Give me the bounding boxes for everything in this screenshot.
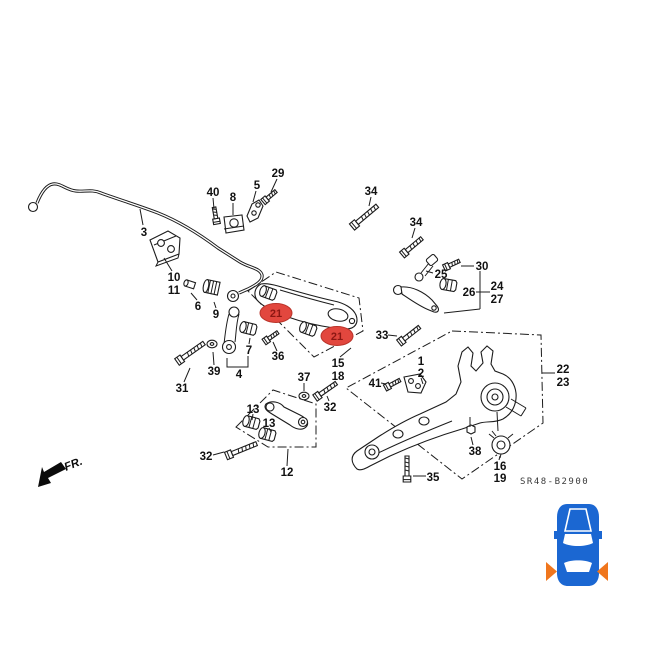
bolt-34-a bbox=[348, 202, 381, 231]
part-label: 12 bbox=[281, 467, 294, 479]
part-label: 27 bbox=[491, 294, 504, 306]
part-label: 8 bbox=[230, 192, 237, 204]
car-top-view-icon bbox=[554, 504, 602, 586]
trailing-arm-box bbox=[345, 330, 544, 480]
part-label: 16 bbox=[494, 461, 507, 473]
sensor-16-19 bbox=[488, 430, 514, 459]
bushing-7 bbox=[238, 320, 258, 337]
part-label: 36 bbox=[272, 351, 285, 363]
stabilizer-bar bbox=[27, 182, 264, 303]
leader-lines bbox=[139, 178, 555, 477]
part-label: 7 bbox=[246, 345, 252, 357]
part-label: 18 bbox=[332, 371, 345, 383]
washer-37 bbox=[298, 391, 310, 401]
rear-axle-marker-left bbox=[546, 562, 557, 581]
part-label: 32 bbox=[324, 402, 337, 414]
part-label: 15 bbox=[332, 358, 345, 370]
part-label: 10 bbox=[168, 272, 181, 284]
part-label: 32 bbox=[200, 451, 213, 463]
fr-label: FR. bbox=[63, 456, 85, 474]
bolt-36 bbox=[261, 328, 281, 346]
bolt-34-b bbox=[399, 234, 425, 259]
part-label: 25 bbox=[435, 269, 448, 281]
bushing-9 bbox=[202, 278, 221, 296]
part-label: 41 bbox=[369, 378, 382, 390]
part-label: 40 bbox=[207, 187, 220, 199]
part-label: 39 bbox=[208, 366, 221, 378]
part-label: 26 bbox=[463, 287, 476, 299]
bolt-35 bbox=[402, 455, 412, 483]
nut-38 bbox=[466, 424, 476, 435]
bracket-1-2 bbox=[403, 373, 427, 394]
part-label: 19 bbox=[494, 473, 507, 485]
bushing-holder-8 bbox=[223, 214, 245, 234]
fr-arrow-icon bbox=[38, 462, 66, 487]
pin-6 bbox=[183, 279, 197, 290]
bolt-33 bbox=[396, 323, 423, 347]
washer-39 bbox=[206, 339, 218, 349]
part-label: 38 bbox=[469, 446, 482, 458]
part-label: 4 bbox=[236, 369, 243, 381]
bolt-31 bbox=[174, 339, 207, 366]
compensator-arm-box bbox=[235, 389, 317, 448]
drawing-code: SR48-B2900 bbox=[520, 477, 589, 487]
bolt-29 bbox=[260, 187, 279, 206]
part-label: 22 bbox=[557, 364, 570, 376]
trailing-arm bbox=[351, 345, 517, 471]
bolt-32-upper bbox=[312, 379, 340, 402]
part-label: 24 bbox=[491, 281, 504, 293]
part-label: 31 bbox=[176, 383, 189, 395]
highlight-part-number[interactable]: 21 bbox=[270, 308, 282, 320]
part-labels: 1234567891011121313151816192223242526272… bbox=[141, 168, 570, 485]
highlight-part-number[interactable]: 21 bbox=[331, 331, 343, 343]
bolt-32-lower bbox=[223, 439, 259, 461]
bolt-41 bbox=[382, 376, 403, 392]
part-label: 9 bbox=[213, 309, 219, 321]
part-label: 13 bbox=[247, 404, 260, 416]
car-position-indicator[interactable] bbox=[546, 504, 608, 586]
part-label: 34 bbox=[365, 186, 378, 198]
part-label: 23 bbox=[557, 377, 570, 389]
bolt-40 bbox=[210, 206, 221, 226]
highlight-oval[interactable] bbox=[259, 303, 293, 323]
rear-axle-marker-right bbox=[597, 562, 608, 581]
part-label: 35 bbox=[427, 472, 440, 484]
compensator-arm bbox=[264, 401, 309, 430]
part-label: 2 bbox=[418, 368, 424, 380]
link-pin-25 bbox=[414, 253, 439, 282]
fr-direction: FR. bbox=[38, 456, 84, 487]
link-4 bbox=[221, 306, 240, 355]
part-label: 5 bbox=[254, 180, 261, 192]
upper-arm-24-27 bbox=[392, 284, 439, 313]
highlight-oval[interactable] bbox=[320, 326, 354, 346]
part-label: 33 bbox=[376, 330, 389, 342]
highlighted-callouts: 21 21 bbox=[259, 303, 354, 346]
part-label: 1 bbox=[418, 356, 425, 368]
part-label: 34 bbox=[410, 217, 423, 229]
bracket-10-11 bbox=[149, 230, 181, 267]
part-label: 29 bbox=[272, 168, 285, 180]
part-label: 13 bbox=[263, 418, 276, 430]
part-label: 37 bbox=[298, 372, 311, 384]
link-plate-5 bbox=[246, 199, 264, 223]
part-label: 3 bbox=[141, 227, 147, 239]
part-label: 6 bbox=[195, 301, 201, 313]
part-label: 30 bbox=[476, 261, 489, 273]
lower-arm-box bbox=[247, 271, 364, 358]
part-label: 11 bbox=[168, 285, 181, 297]
